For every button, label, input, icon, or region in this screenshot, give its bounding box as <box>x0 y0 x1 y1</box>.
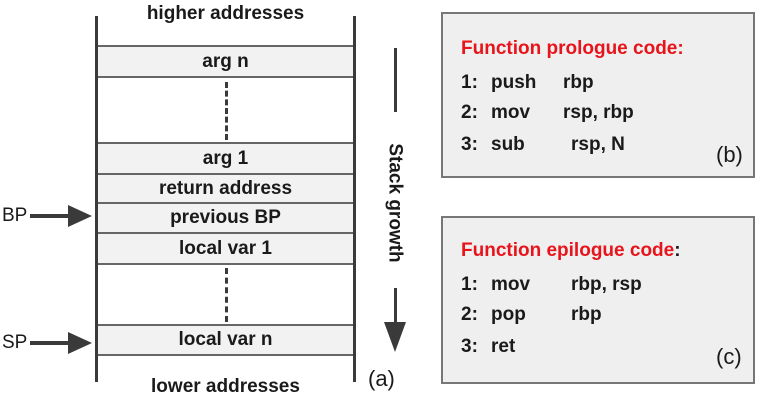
bp-arrow <box>30 214 70 218</box>
stack-left-wall <box>95 16 98 382</box>
bp-label: BP <box>2 205 28 226</box>
higher-addresses-label: higher addresses <box>146 3 305 24</box>
stack-cell-return-address: return address <box>98 173 353 204</box>
stack-growth-label: Stack growth <box>385 143 406 263</box>
sp-arrow <box>30 341 70 345</box>
stack-cell-arg-1: arg 1 <box>98 142 353 175</box>
stack-right-wall <box>353 16 356 382</box>
panel-label-a: (a) <box>368 366 395 391</box>
stack-cell-local-var-1: local var 1 <box>98 232 353 265</box>
growth-arrow-head <box>384 322 406 352</box>
stack-cell-previous-bp: previous BP <box>98 202 353 234</box>
prologue-title: Function prologue code: <box>461 38 684 59</box>
growth-arrow-tail <box>394 48 397 112</box>
stack-cell-arg-n: arg n <box>98 45 353 78</box>
stack-ellipsis-args <box>225 82 228 140</box>
stack-ellipsis-locals <box>225 268 228 322</box>
panel-label-c: (c) <box>716 344 742 369</box>
stack-cell-local-var-n: local var n <box>98 324 353 356</box>
sp-label: SP <box>2 332 28 353</box>
bp-arrow-head <box>68 205 92 227</box>
lower-addresses-label: lower addresses <box>151 376 300 397</box>
panel-label-b: (b) <box>716 142 743 167</box>
epilogue-title: Function epilogue code: <box>461 240 681 261</box>
sp-arrow-head <box>68 332 92 354</box>
epilogue-line-3: 3:ret <box>461 336 516 357</box>
growth-arrow-shaft <box>394 288 397 324</box>
